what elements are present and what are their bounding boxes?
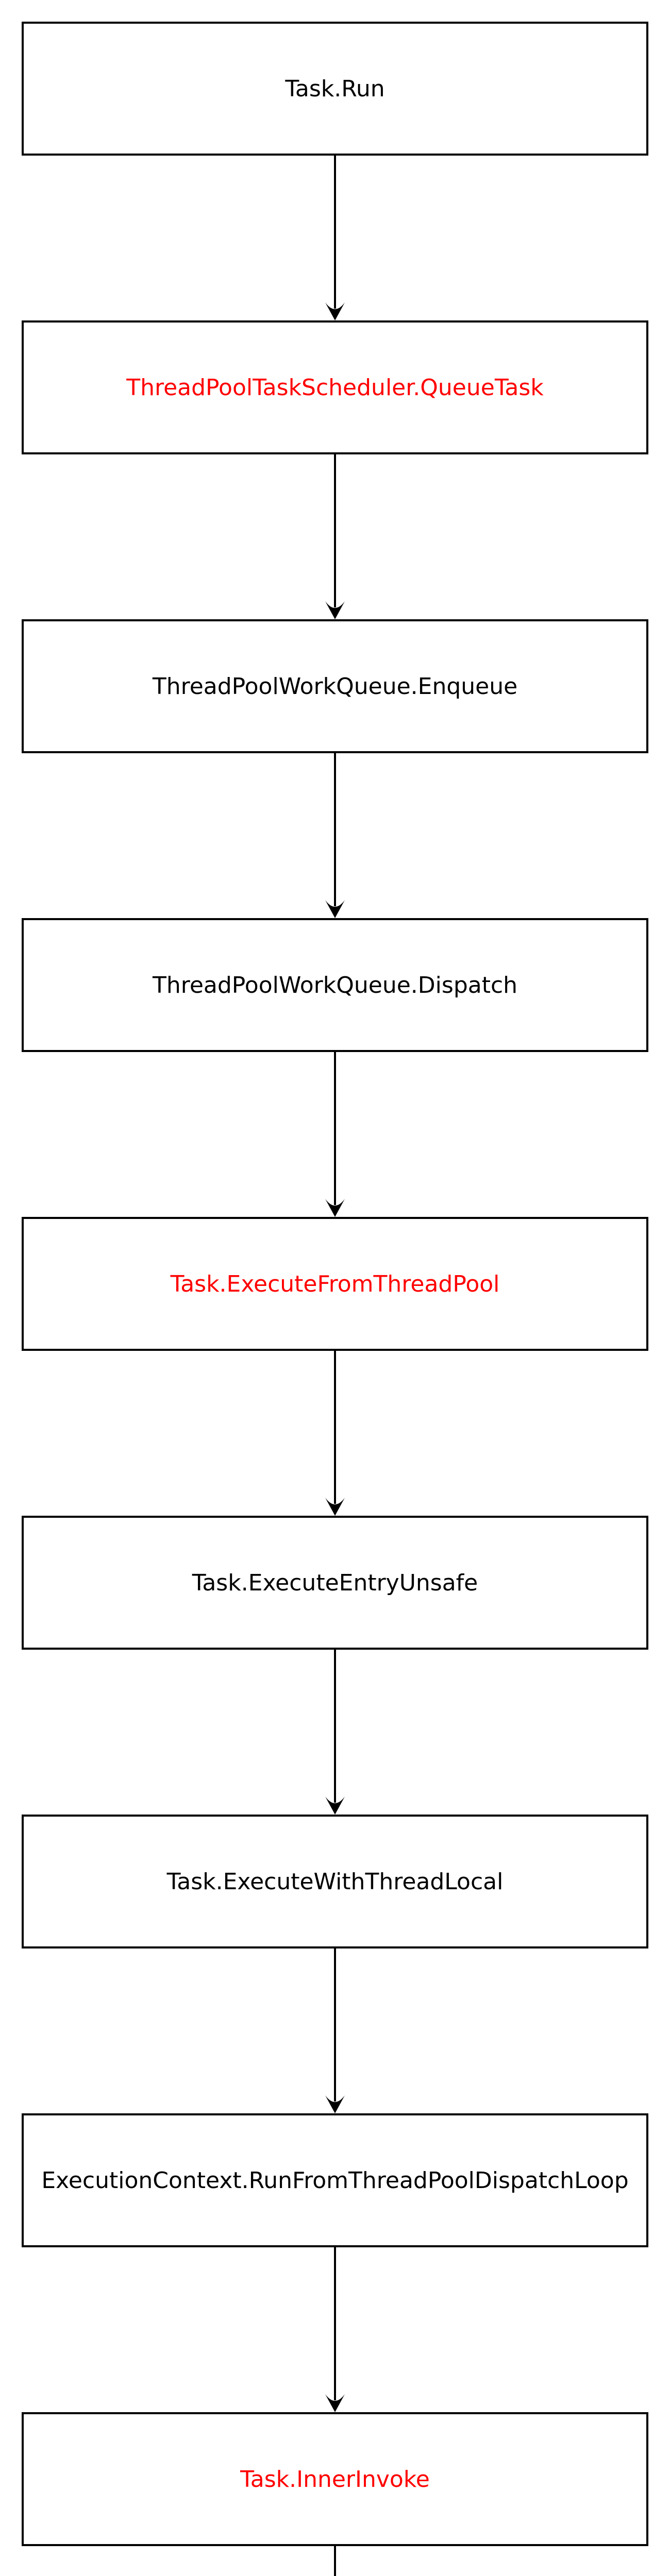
flow-edge xyxy=(325,1650,345,1815)
arrow-down-icon xyxy=(325,1052,345,1217)
flow-edge xyxy=(325,156,345,320)
arrow-down-icon xyxy=(325,753,345,918)
flow-node-label: ThreadPoolWorkQueue.Enqueue xyxy=(152,673,518,700)
flow-node-label: Task.ExecuteFromThreadPool xyxy=(170,1270,500,1297)
arrow-down-icon xyxy=(325,2247,345,2412)
flow-node: Task.ExecuteWithThreadLocal xyxy=(22,1815,648,1948)
flow-node: Task.ExecuteEntryUnsafe xyxy=(22,1516,648,1650)
arrow-down-icon xyxy=(325,1351,345,1516)
flow-edge xyxy=(325,1948,345,2113)
flow-node-label: Task.InnerInvoke xyxy=(240,2466,430,2493)
flow-edge xyxy=(325,454,345,619)
flow-node: ExecutionContext.RunFromThreadPoolDispat… xyxy=(22,2113,648,2247)
flow-node-label: ExecutionContext.RunFromThreadPoolDispat… xyxy=(41,2167,629,2194)
flow-node-label: Task.Run xyxy=(285,75,385,102)
flow-node-label: ThreadPoolWorkQueue.Dispatch xyxy=(152,972,518,998)
arrow-down-icon xyxy=(325,1948,345,2113)
flow-node: ThreadPoolWorkQueue.Enqueue xyxy=(22,619,648,753)
flow-edge xyxy=(325,2247,345,2412)
flow-node: Task.Run xyxy=(22,22,648,156)
flow-node-label: ThreadPoolTaskScheduler.QueueTask xyxy=(126,374,544,401)
flow-node-label: Task.ExecuteEntryUnsafe xyxy=(192,1569,478,1596)
arrow-down-icon xyxy=(325,1650,345,1815)
flow-node-label: Task.ExecuteWithThreadLocal xyxy=(166,1868,504,1895)
flow-edge xyxy=(325,2546,345,2576)
flow-node: Task.InnerInvoke xyxy=(22,2412,648,2546)
arrow-down-icon xyxy=(325,454,345,619)
flow-node: Task.ExecuteFromThreadPool xyxy=(22,1217,648,1351)
arrow-down-icon xyxy=(325,156,345,320)
flow-edge xyxy=(325,753,345,918)
flow-node: ThreadPoolTaskScheduler.QueueTask xyxy=(22,320,648,454)
flow-edge xyxy=(325,1052,345,1217)
flow-node: ThreadPoolWorkQueue.Dispatch xyxy=(22,918,648,1052)
flow-edge xyxy=(325,1351,345,1516)
arrow-down-icon xyxy=(334,2546,336,2576)
